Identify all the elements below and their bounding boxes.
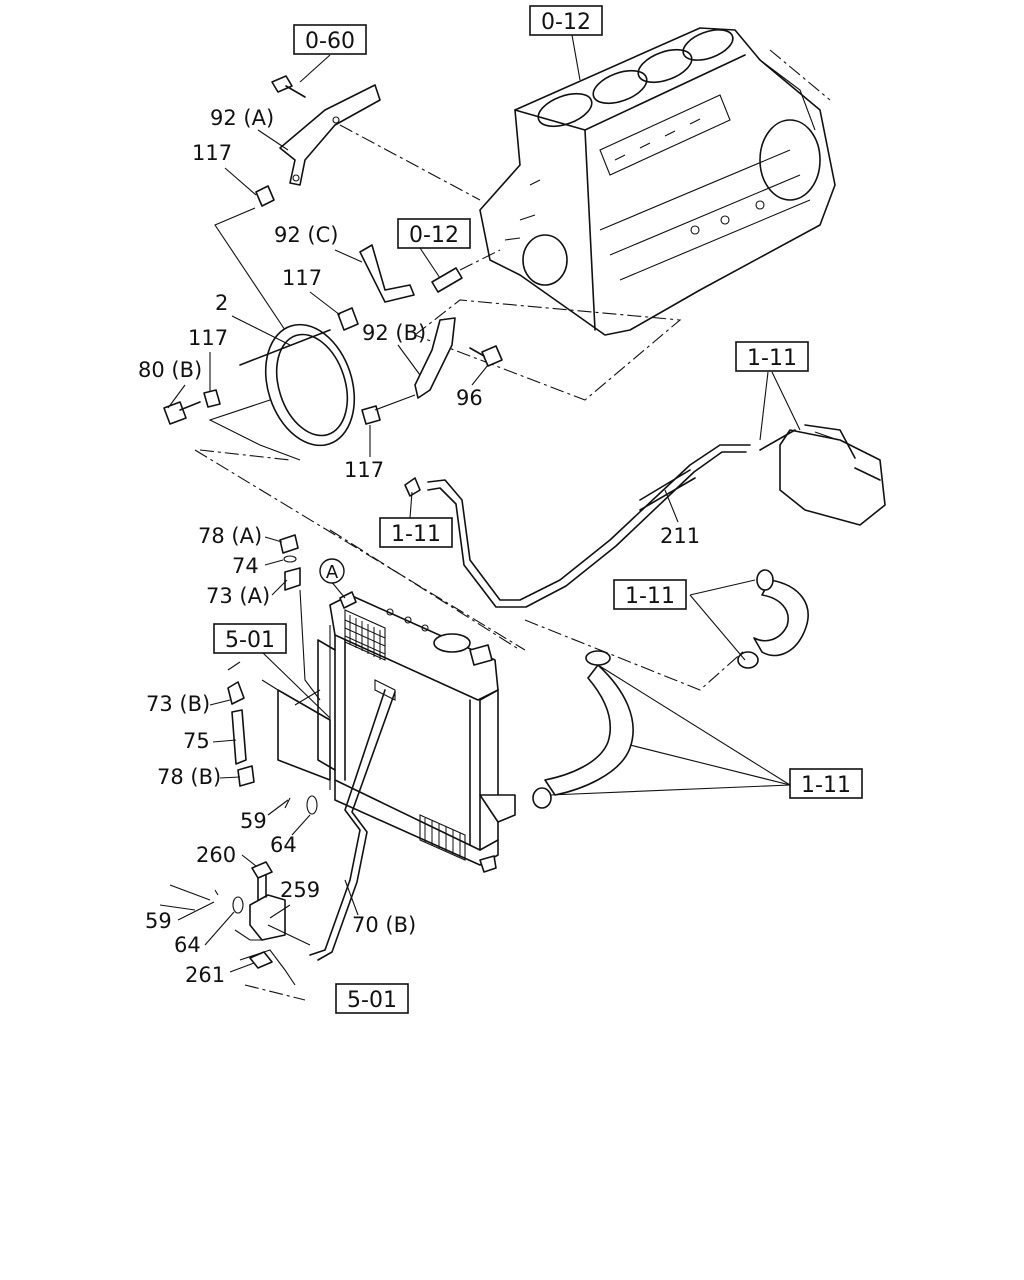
ref-box-0-12-mid-label: 0-12: [409, 223, 459, 248]
ref-box-1-11-upper-hose-label: 1-11: [625, 584, 675, 609]
ref-box-5-01-bottom-label: 5-01: [347, 988, 397, 1013]
bolt-0-60: [271, 75, 306, 98]
callout-259: 259: [280, 878, 320, 902]
overflow-hose-211: [427, 444, 751, 608]
ref-box-1-11-lower-hose-label: 1-11: [801, 773, 851, 798]
callout-117-c: 117: [188, 326, 228, 350]
callout-78a: 78 (A): [198, 524, 262, 548]
callout-78b: 78 (B): [157, 765, 221, 789]
callout-260: 260: [196, 843, 236, 867]
callout-117-d: 117: [344, 458, 384, 482]
callout-64-a: 64: [270, 833, 297, 857]
grommet-117-b: [337, 307, 359, 331]
ref-box-5-01-top-label: 5-01: [225, 628, 275, 653]
bracket-92a: [279, 84, 381, 186]
bracket-92c: [359, 244, 415, 303]
ref-box-0-12-top-label: 0-12: [541, 10, 591, 35]
bolt-80b: [163, 401, 201, 425]
reservoir-tank: [759, 424, 886, 526]
ref-box-5-01-bottom[interactable]: 5-01: [335, 983, 409, 1014]
callout-261: 261: [185, 963, 225, 987]
callout-74: 74: [232, 554, 259, 578]
lower-radiator-hose: [532, 650, 634, 809]
callout-92a: 92 (A): [210, 106, 274, 130]
ref-box-1-11-tank-label: 1-11: [747, 346, 797, 371]
grommet-117-d: [361, 405, 381, 425]
ref-box-0-60-label: 0-60: [305, 29, 355, 54]
hose-clip-left: [404, 477, 421, 497]
callout-211: 211: [660, 524, 700, 548]
ref-box-1-11-lower-hose[interactable]: 1-11: [789, 768, 863, 799]
ref-box-0-12-top[interactable]: 0-12: [529, 5, 603, 36]
callout-70b: 70 (B): [352, 913, 416, 937]
ref-box-1-11-upper-hose[interactable]: 1-11: [613, 579, 687, 610]
bracket-92b: [414, 317, 456, 399]
engine-dashed-link: [413, 299, 682, 401]
ref-box-1-11-hose-left-label: 1-11: [391, 522, 441, 547]
view-marker-label: A: [326, 562, 339, 583]
callout-59-a: 59: [240, 809, 267, 833]
ref-box-0-12-mid[interactable]: 0-12: [397, 218, 471, 249]
sensor-assembly: [227, 534, 321, 815]
callout-2: 2: [215, 291, 228, 315]
grommet-117-a: [255, 185, 275, 207]
callout-75: 75: [183, 729, 210, 753]
ref-box-1-11-tank[interactable]: 1-11: [735, 341, 809, 372]
callout-117-a: 117: [192, 141, 232, 165]
lower-bracket: [234, 894, 311, 946]
callout-64-b: 64: [174, 933, 201, 957]
callout-80b: 80 (B): [138, 358, 202, 382]
callout-96: 96: [456, 386, 483, 410]
engine-block: [479, 27, 836, 336]
callout-73b: 73 (B): [146, 692, 210, 716]
callout-117-b: 117: [282, 266, 322, 290]
callout-73a: 73 (A): [206, 584, 270, 608]
mount-bracket-left: [261, 679, 331, 781]
callout-92c: 92 (C): [274, 223, 338, 247]
drain-pipe-70b: [309, 689, 396, 961]
callout-92b: 92 (B): [362, 321, 426, 345]
ref-box-5-01-top[interactable]: 5-01: [213, 623, 287, 654]
nut-261: [249, 951, 273, 969]
callout-59-b: 59: [145, 909, 172, 933]
radiator: [317, 591, 516, 873]
fan-shroud-ring-2: [239, 323, 356, 447]
bolt-96: [469, 345, 503, 367]
bolt-260: [251, 861, 273, 901]
grommet-117-c: [203, 389, 221, 408]
leader-lines: [167, 34, 801, 973]
ref-box-1-11-hose-left[interactable]: 1-11: [379, 517, 453, 548]
upper-radiator-hose: [737, 569, 809, 669]
ref-box-0-60[interactable]: 0-60: [293, 24, 367, 55]
bolt-0-12: [431, 267, 463, 293]
view-marker-a: A: [319, 558, 345, 584]
